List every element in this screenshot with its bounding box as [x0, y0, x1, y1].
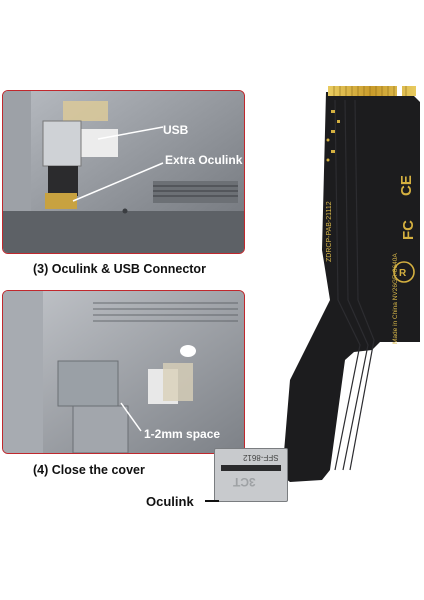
- rohs-mark: [393, 261, 415, 283]
- photo-oculink-usb-connector: USB Extra Oculink: [2, 90, 245, 254]
- connector-slot: [221, 465, 281, 471]
- fc-mark: FC: [400, 220, 417, 240]
- laptop-photo-top: [3, 91, 244, 253]
- connector-marking: SFF-8612: [243, 453, 279, 462]
- caption-close-cover: (4) Close the cover: [33, 463, 145, 477]
- callout-space: 1-2mm space: [144, 427, 221, 441]
- ce-mark: CE: [398, 175, 415, 196]
- photo-close-cover: 1-2mm space: [2, 290, 245, 454]
- pcb-side-text: Made in China NV26GR-8640A: [392, 253, 399, 344]
- gold-edge-connector: [328, 86, 416, 96]
- connector-pointer-line: [205, 500, 219, 502]
- svg-text:R: R: [399, 268, 407, 279]
- connector-logo: 3CT: [233, 475, 256, 489]
- caption-oculink-usb: (3) Oculink & USB Connector: [33, 262, 206, 276]
- callout-usb: USB: [163, 123, 189, 137]
- sff-8612-connector: SFF-8612 3CT: [214, 448, 288, 502]
- pcb-model-text: ZDRCP-PAB-21112: [326, 201, 333, 262]
- laptop-photo-bottom: [3, 291, 244, 453]
- label-oculink: Oculink: [146, 494, 194, 509]
- callout-extra-oculink: Extra Oculink: [165, 153, 243, 167]
